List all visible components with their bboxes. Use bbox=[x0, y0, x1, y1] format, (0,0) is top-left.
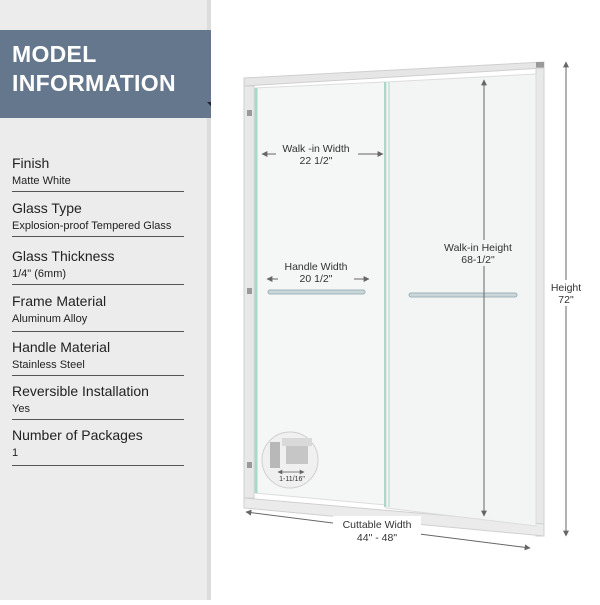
door-handles bbox=[267, 289, 518, 298]
spec-glass-type: Glass Type Explosion-proof Tempered Glas… bbox=[12, 200, 184, 237]
walk-in-height-label: Walk-in Height bbox=[444, 242, 512, 254]
walk-in-width-value: 22 1/2" bbox=[300, 155, 333, 167]
product-image-area: Walk -in Width 22 1/2" Handle Width 20 1… bbox=[211, 0, 600, 600]
panel-divider bbox=[207, 0, 211, 600]
title-line-2: INFORMATION bbox=[12, 70, 176, 96]
spec-glass-thickness: Glass Thickness 1/4" (6mm) bbox=[12, 248, 184, 285]
spec-reversible-installation: Reversible Installation Yes bbox=[12, 383, 184, 420]
spec-value: Stainless Steel bbox=[12, 359, 85, 371]
title-line-1: MODEL bbox=[12, 41, 97, 67]
spec-label: Reversible Installation bbox=[12, 383, 149, 399]
spec-value: Explosion-proof Tempered Glass bbox=[12, 220, 172, 232]
cuttable-width-label: Cuttable Width bbox=[343, 519, 412, 531]
page-title: MODEL INFORMATION bbox=[12, 40, 176, 98]
shower-door-diagram: Walk -in Width 22 1/2" Handle Width 20 1… bbox=[243, 61, 586, 551]
spec-value: Yes bbox=[12, 403, 30, 415]
spec-value: Aluminum Alloy bbox=[12, 313, 88, 325]
wall-adjustment-detail: 1-11/16" bbox=[261, 431, 319, 489]
height-value: 72" bbox=[558, 294, 574, 306]
spec-label: Handle Material bbox=[12, 339, 111, 355]
spec-label: Finish bbox=[12, 155, 50, 171]
walk-in-width-label: Walk -in Width bbox=[282, 143, 349, 155]
walk-in-height-value: 68-1/2" bbox=[461, 254, 495, 266]
cuttable-width-value: 44" - 48" bbox=[357, 532, 397, 544]
roller-hinges bbox=[247, 110, 252, 468]
handle-width-value: 20 1/2" bbox=[300, 273, 333, 285]
spec-label: Glass Thickness bbox=[12, 248, 115, 264]
spec-handle-material: Handle Material Stainless Steel bbox=[12, 339, 184, 376]
adjustment-value: 1-11/16" bbox=[279, 476, 305, 483]
spec-value: Matte White bbox=[12, 175, 71, 187]
spec-value: 1 bbox=[12, 447, 19, 459]
height-label: Height bbox=[551, 282, 581, 294]
spec-frame-material: Frame Material Aluminum Alloy bbox=[12, 293, 184, 332]
spec-value: 1/4" (6mm) bbox=[12, 268, 67, 280]
spec-label: Frame Material bbox=[12, 293, 107, 309]
spec-number-of-packages: Number of Packages 1 bbox=[12, 427, 184, 466]
handle-width-label: Handle Width bbox=[284, 261, 347, 273]
spec-label: Number of Packages bbox=[12, 427, 143, 443]
spec-finish: Finish Matte White bbox=[12, 155, 184, 192]
spec-label: Glass Type bbox=[12, 200, 82, 216]
model-info-banner bbox=[0, 30, 222, 118]
